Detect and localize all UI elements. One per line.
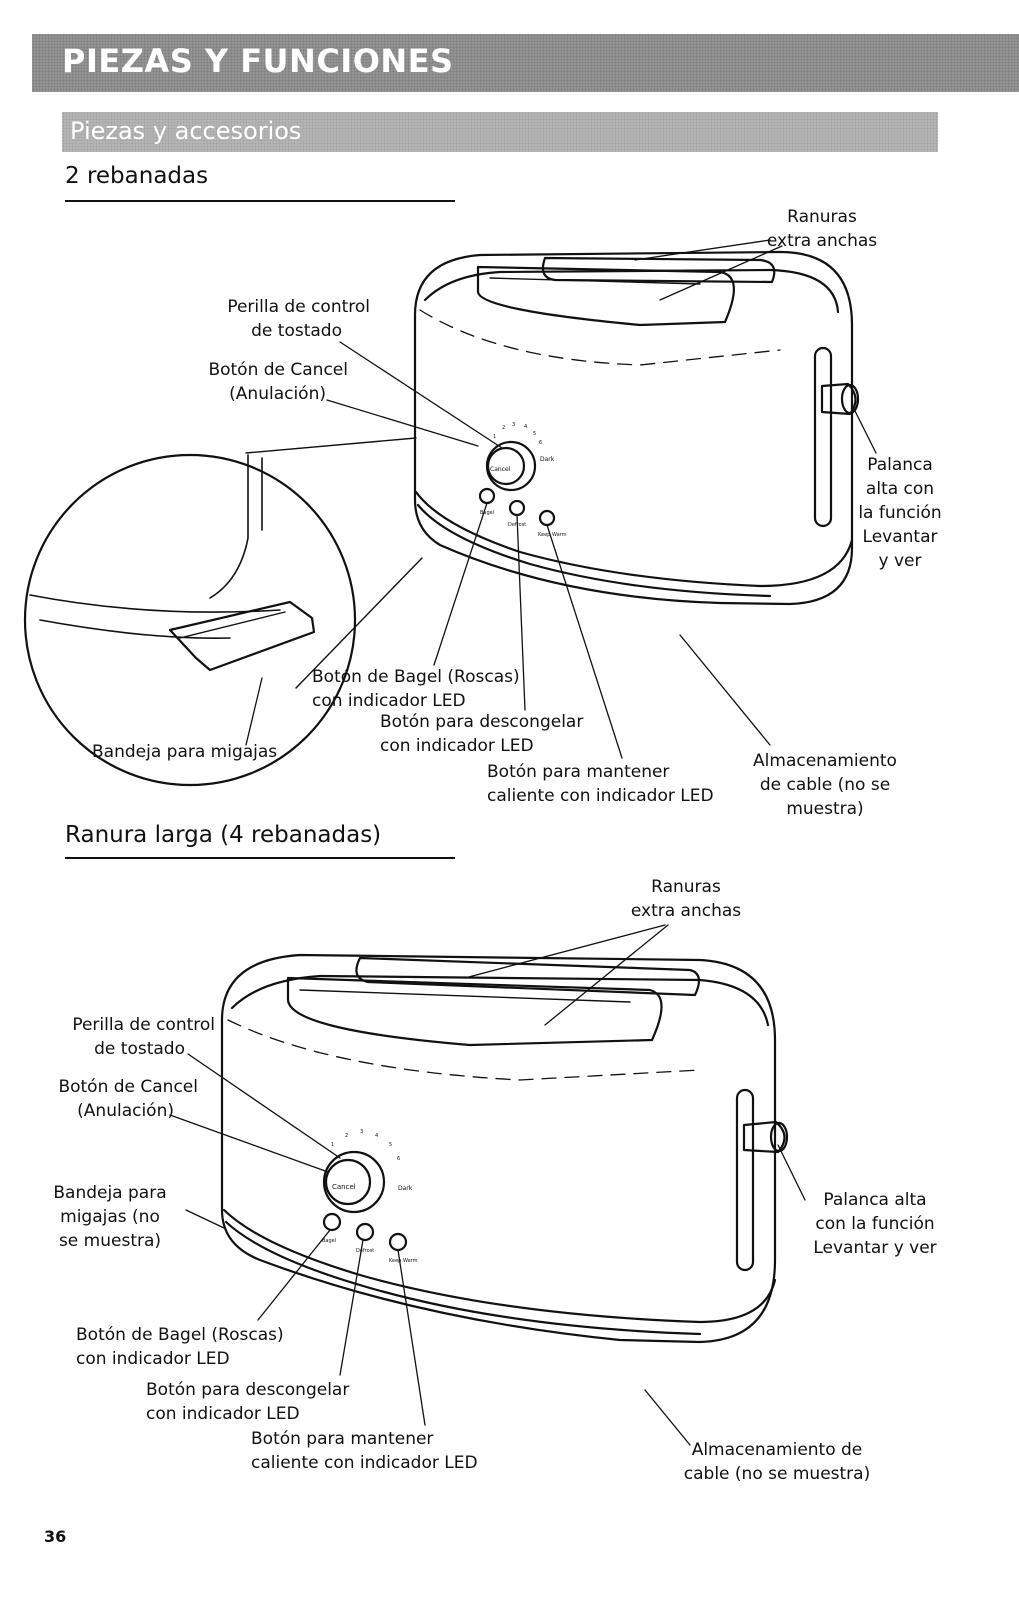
- long-device-cancel-text: Cancel: [332, 1183, 356, 1191]
- section-rule-long-slot: [65, 857, 455, 859]
- long-toast-control-knob: [322, 1150, 386, 1214]
- long-device-dial-5: 5: [389, 1142, 392, 1148]
- long-bread-slot-front: [286, 976, 663, 1047]
- lever-track: [813, 346, 833, 528]
- label-long-lift-lever: Palanca alta con la función Levantar y v…: [813, 1190, 937, 1258]
- label-bagel-button: Botón de Bagel (Roscas) con indicador LE…: [312, 667, 520, 711]
- toaster-base-band-inner: [416, 503, 772, 598]
- bread-slot-front: [476, 265, 735, 327]
- two-slice-toaster-illustration: Cancel Dark 1 2 3 4 5 6 Bagel Defrost Ke…: [0, 200, 1019, 820]
- long-toaster-base-band: [222, 1208, 777, 1324]
- label-crumb-tray: Bandeja para migajas: [92, 742, 278, 762]
- device-dial-6: 6: [539, 440, 542, 446]
- long-bagel-button-shape: [322, 1212, 342, 1232]
- section-rule-two-slice: [65, 200, 455, 202]
- long-lever-track: [735, 1088, 755, 1272]
- device-dial-2: 2: [502, 425, 505, 431]
- label-defrost-button: Botón para descongelar con indicador LED: [380, 712, 584, 756]
- long-device-dial-3: 3: [360, 1129, 363, 1135]
- label-cord-storage: Almacenamiento de cable (no se muestra): [753, 751, 897, 819]
- label-toast-knob: Perilla de control de tostado: [227, 297, 370, 341]
- label-lift-lever: Palanca alta con la función Levantar y v…: [858, 455, 942, 571]
- device-dark-text: Dark: [540, 456, 555, 463]
- section-heading-long-slot: Ranura larga (4 rebanadas): [65, 822, 382, 848]
- page-title-banner: PIEZAS Y FUNCIONES: [32, 34, 1019, 92]
- long-device-defrost-text: Defrost: [356, 1248, 374, 1254]
- keep-warm-button-shape: [538, 509, 556, 527]
- long-device-bagel-text: Bagel: [322, 1238, 336, 1244]
- long-device-dial-6: 6: [397, 1156, 400, 1162]
- long-device-dial-4: 4: [375, 1133, 378, 1139]
- device-cancel-text: Cancel: [490, 466, 511, 473]
- long-lever-handle: [742, 1120, 786, 1154]
- label-long-cord-storage: Almacenamiento de cable (no se muestra): [683, 1440, 871, 1484]
- long-defrost-button-shape: [355, 1222, 375, 1242]
- label-cancel-button: Botón de Cancel (Anulación): [208, 360, 348, 404]
- label-long-keep-warm-button: Botón para mantener caliente con indicad…: [251, 1429, 478, 1473]
- two-slice-toaster-drawing: Cancel Dark 1 2 3 4 5 6 Bagel Defrost Ke…: [23, 239, 877, 787]
- long-bread-slot-back: [355, 956, 701, 997]
- device-dial-5: 5: [533, 431, 536, 437]
- label-long-cancel-button: Botón de Cancel (Anulación): [58, 1077, 198, 1121]
- crumb-tray-handle: [168, 600, 316, 672]
- long-toaster-top-rim: [230, 974, 770, 1027]
- device-defrost-text: Defrost: [508, 522, 526, 528]
- toaster-top-rim: [423, 268, 840, 314]
- device-dial-1: 1: [493, 434, 496, 440]
- lever-handle: [820, 382, 857, 416]
- page-number: 36: [44, 1527, 67, 1546]
- label-slots: Ranuras extra anchas: [766, 207, 878, 251]
- crumb-tray-detail-circle: [23, 453, 357, 787]
- long-keep-warm-button-shape: [388, 1232, 408, 1252]
- long-toaster-body-outline: [220, 953, 777, 1344]
- toaster-base-band: [414, 490, 854, 588]
- label-long-crumb-tray: Bandeja para migajas (no se muestra): [53, 1183, 167, 1251]
- bagel-button-shape: [478, 487, 496, 505]
- device-dial-3: 3: [512, 422, 515, 428]
- label-long-slots: Ranuras extra anchas: [630, 877, 742, 921]
- label-long-defrost-button: Botón para descongelar con indicador LED: [146, 1380, 350, 1424]
- section-subtitle: Piezas y accesorios: [70, 117, 302, 145]
- label-long-toast-knob: Perilla de control de tostado: [72, 1015, 215, 1059]
- long-device-dial-2: 2: [345, 1133, 348, 1139]
- long-device-keep-warm-text: Keep Warm: [389, 1258, 418, 1264]
- defrost-button-shape: [508, 499, 526, 517]
- toaster-body-outline: [413, 250, 854, 606]
- device-bagel-text: Bagel: [480, 510, 494, 516]
- label-keep-warm-button: Botón para mantener caliente con indicad…: [487, 762, 714, 806]
- long-slot-toaster-drawing: Cancel Dark 1 2 3 4 5 6 Bagel Defrost Ke…: [169, 924, 806, 1446]
- page-title: PIEZAS Y FUNCIONES: [62, 42, 454, 80]
- long-device-dial-1: 1: [331, 1142, 334, 1148]
- long-slot-toaster-illustration: Cancel Dark 1 2 3 4 5 6 Bagel Defrost Ke…: [0, 860, 1019, 1500]
- section-subtitle-banner: Piezas y accesorios: [62, 112, 938, 152]
- device-keep-warm-text: Keep Warm: [538, 532, 567, 538]
- label-long-bagel-button: Botón de Bagel (Roscas) con indicador LE…: [76, 1325, 284, 1369]
- device-dial-4: 4: [524, 424, 527, 430]
- long-device-dark-text: Dark: [398, 1185, 413, 1192]
- section-heading-two-slice: 2 rebanadas: [65, 163, 209, 189]
- long-toaster-base-band-inner: [224, 1220, 702, 1336]
